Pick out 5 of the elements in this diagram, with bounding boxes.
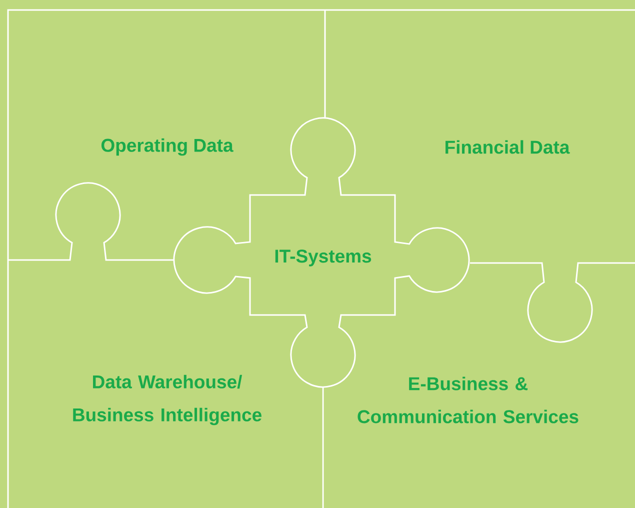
piece-label: E-Business & Communication Services: [358, 376, 578, 424]
piece-label: Financial Data: [446, 140, 570, 154]
piece-label: IT-Systems: [275, 250, 372, 266]
piece-label: Data Warehouse/ Business Intelligence: [73, 374, 262, 426]
piece-label: Operating Data: [101, 138, 234, 156]
